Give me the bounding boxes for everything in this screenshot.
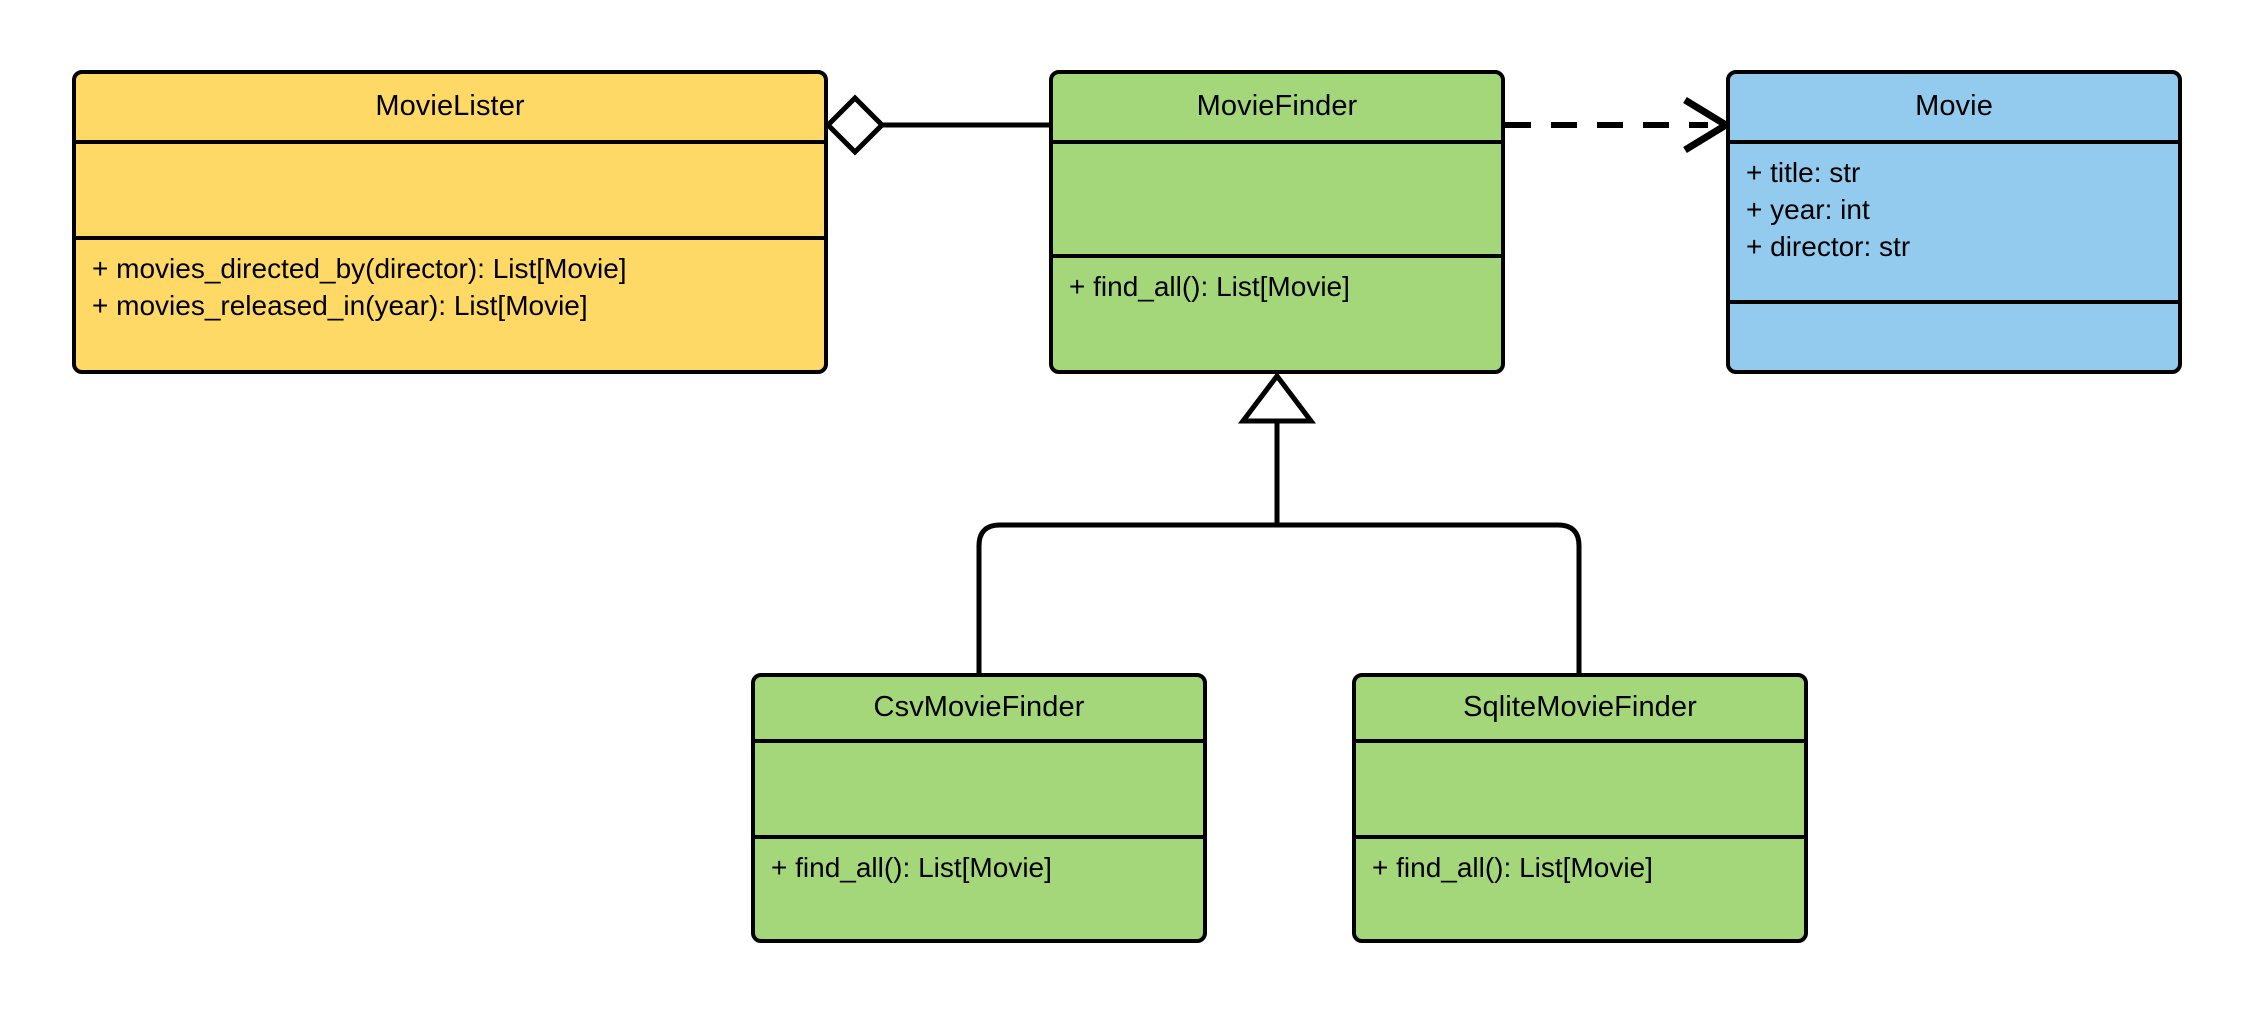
class-name-compartment: CsvMovieFinder	[755, 677, 1203, 743]
class-attributes-compartment: + title: str + year: int + director: str	[1730, 144, 2178, 304]
hollow-diamond-icon	[824, 94, 886, 156]
class-box-movie[interactable]: Movie + title: str + year: int + directo…	[1726, 70, 2182, 374]
operation-item: + find_all(): List[Movie]	[1372, 852, 1653, 883]
attribute-item: + director: str	[1746, 231, 1911, 263]
class-attributes-compartment	[1053, 144, 1501, 258]
class-name-label: MovieLister	[375, 90, 525, 123]
class-name-compartment: Movie	[1730, 74, 2178, 144]
operation-item: + movies_directed_by(director): List[Mov…	[92, 253, 627, 284]
operation-item: + movies_released_in(year): List[Movie]	[92, 290, 588, 322]
class-name-compartment: MovieFinder	[1053, 74, 1501, 144]
class-name-label: MovieFinder	[1196, 90, 1358, 123]
attribute-item: + year: int	[1746, 194, 1870, 226]
operation-item: + find_all(): List[Movie]	[1069, 271, 1350, 302]
hollow-triangle-icon	[1237, 371, 1317, 424]
class-box-moviefinder[interactable]: MovieFinder + find_all(): List[Movie]	[1049, 70, 1505, 374]
class-attributes-compartment	[755, 743, 1203, 839]
class-attributes-compartment	[1356, 743, 1804, 839]
class-name-compartment: MovieLister	[76, 74, 824, 144]
attribute-item: + title: str	[1746, 157, 1861, 188]
class-box-movielister[interactable]: MovieLister + movies_directed_by(directo…	[72, 70, 828, 374]
relationship-aggregation-movielister-moviefinder	[824, 94, 1049, 156]
operation-item: + find_all(): List[Movie]	[771, 852, 1052, 883]
class-operations-compartment: + find_all(): List[Movie]	[755, 839, 1203, 939]
class-name-compartment: SqliteMovieFinder	[1356, 677, 1804, 743]
class-name-label: CsvMovieFinder	[873, 691, 1085, 724]
class-name-label: SqliteMovieFinder	[1463, 691, 1697, 724]
class-operations-compartment: + find_all(): List[Movie]	[1356, 839, 1804, 939]
class-name-label: Movie	[1915, 90, 1993, 123]
relationship-generalization-fork	[976, 371, 1582, 673]
class-box-csvmoviefinder[interactable]: CsvMovieFinder + find_all(): List[Movie]	[751, 673, 1207, 943]
generalization-branch-sqlite	[1277, 522, 1582, 673]
generalization-branch-csv	[976, 522, 1277, 673]
class-operations-compartment: + find_all(): List[Movie]	[1053, 258, 1501, 370]
class-operations-compartment	[1730, 304, 2178, 370]
class-box-sqlitemoviefinder[interactable]: SqliteMovieFinder + find_all(): List[Mov…	[1352, 673, 1808, 943]
class-attributes-compartment	[76, 144, 824, 240]
class-operations-compartment: + movies_directed_by(director): List[Mov…	[76, 240, 824, 366]
relationship-dependency-moviefinder-movie	[1505, 97, 1733, 153]
